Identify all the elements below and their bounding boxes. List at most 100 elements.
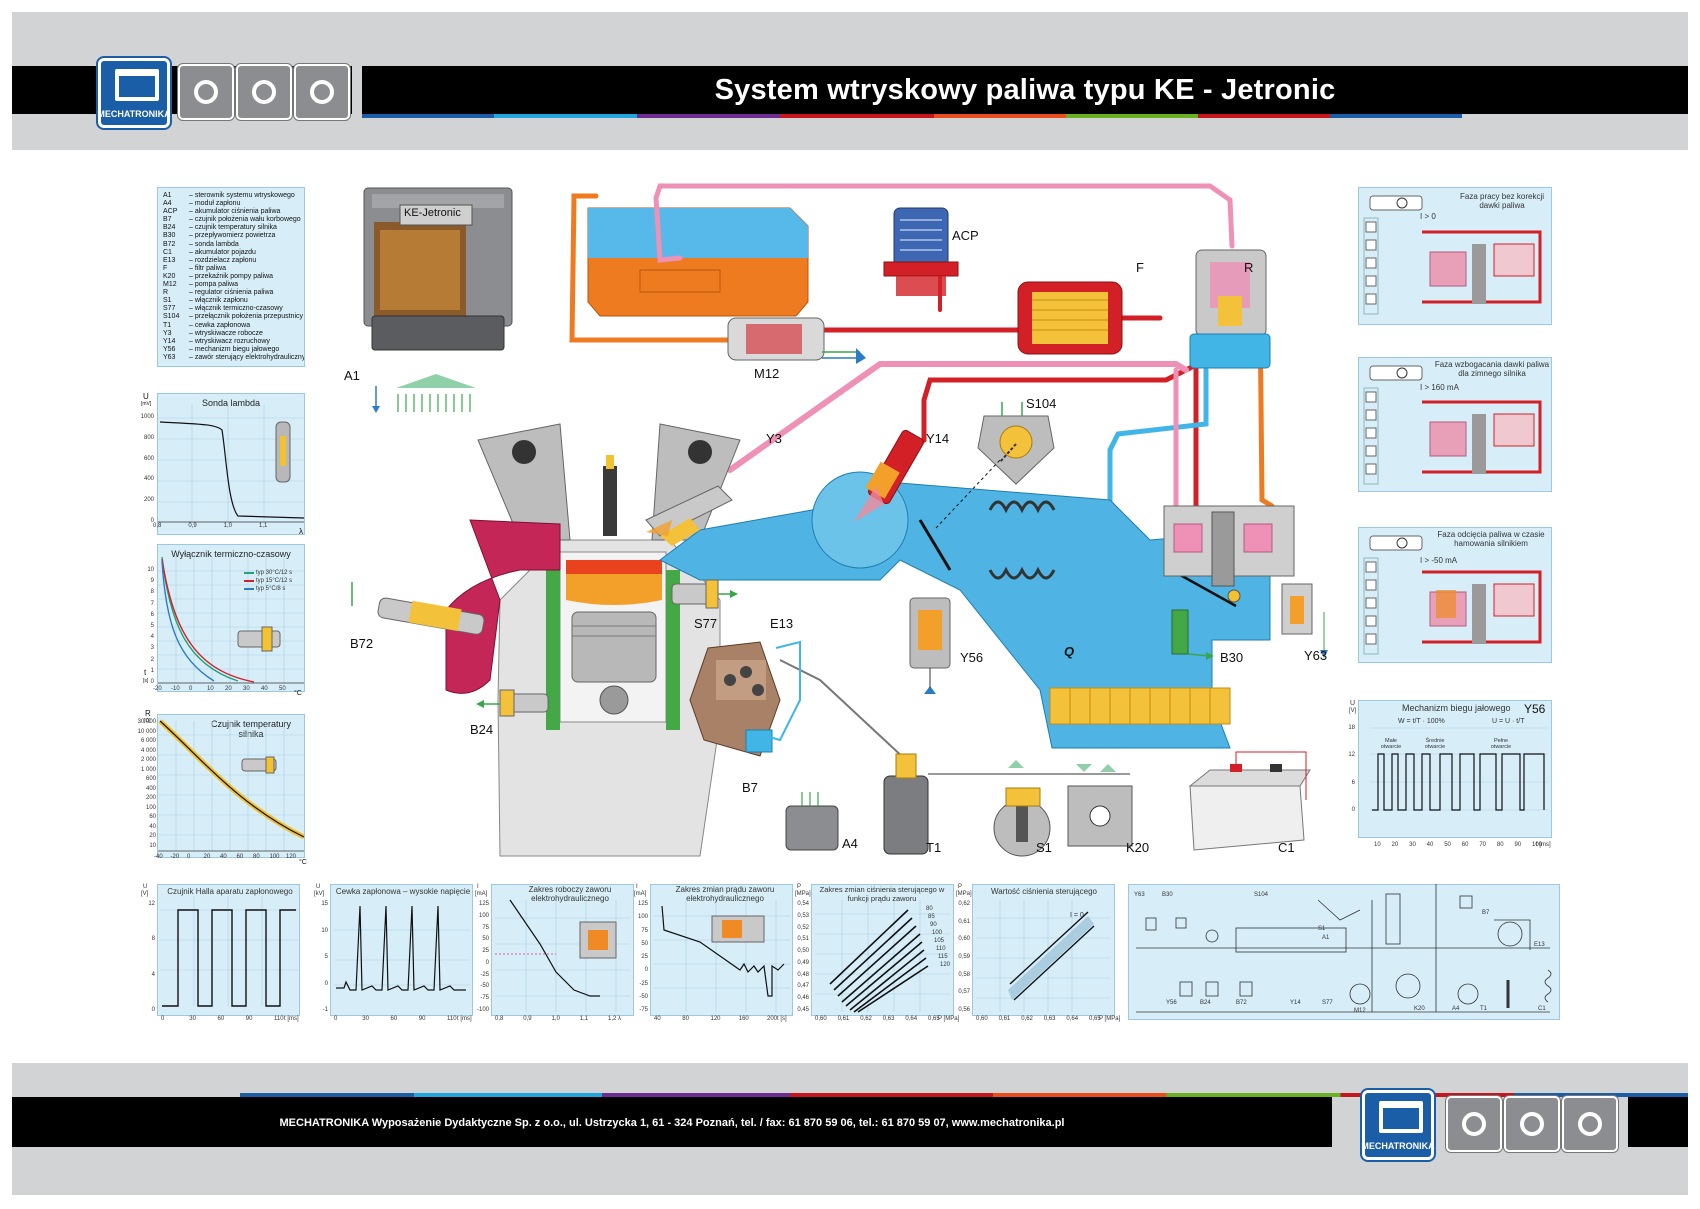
lambda-yunit: [mV]	[141, 401, 152, 407]
schematic-label: T1	[1480, 1006, 1488, 1012]
idle-xtick: 60	[1461, 842, 1469, 848]
legend-row: Y56– mechanizm biegu jałowego	[163, 346, 299, 354]
blue-line	[1107, 367, 1209, 533]
idle-ylabel: U	[1350, 700, 1356, 707]
legend-row: K20– przekaźnik pompy paliwa	[163, 273, 299, 281]
hall-chart	[157, 884, 300, 1016]
bottom-xtick-2: 0,8	[495, 1016, 504, 1022]
phase1-title: Faza pracy bez korekcji dawki paliwa	[1459, 192, 1545, 210]
orange-control-line	[1257, 303, 1275, 509]
schematic-label: S104	[1254, 892, 1269, 898]
legend-desc: – pompa paliwa	[189, 281, 239, 289]
legend-desc: – zawór sterujący elektrohydrauliczny	[189, 353, 305, 361]
legend-row: ACP– akumulator ciśnienia paliwa	[163, 208, 299, 216]
label-t1: T1	[926, 840, 942, 855]
bottom-ytick-3: 125	[637, 901, 648, 907]
pressure-curve-label: 90	[930, 922, 937, 928]
label-m12: M12	[754, 366, 780, 381]
idle-waveform	[1370, 727, 1548, 811]
lambda-xtick: 0,9	[188, 523, 197, 529]
thermo-xtick: 30	[243, 686, 250, 692]
bottom-ytick-4: 0,54	[797, 901, 809, 907]
lambda-ytick: 0	[150, 518, 154, 524]
legend-desc: – przepływomierz powietrza	[189, 232, 276, 240]
bottom-ytick-4: 0,53	[797, 912, 809, 919]
schematic-label: B7	[1482, 910, 1490, 916]
legend-code: Y56	[163, 345, 176, 353]
legend-desc: – moduł zapłonu	[189, 200, 241, 208]
phase1-cond: I > 0	[1420, 212, 1436, 221]
legend-row: R– regulator ciśnienia paliwa	[163, 289, 299, 297]
idle-opening-2: Średnie otwarcie	[1424, 738, 1446, 750]
legend-desc: – filtr paliwa	[189, 264, 226, 272]
label-b30: B30	[1220, 650, 1244, 665]
control-pressure-curve	[976, 900, 1110, 1012]
temp-xtick: 40	[220, 854, 227, 860]
lambda-ytick: 200	[143, 497, 154, 504]
idle-xtick: 20	[1391, 842, 1399, 848]
temp-xtick: 60	[236, 854, 244, 860]
temp-ytick: 100	[145, 804, 156, 811]
bottom-xtick-3: 120	[710, 1016, 721, 1022]
legend-desc: – wtryskiwacze robocze	[189, 329, 263, 337]
legend-row: T1– cewka zapłonowa	[163, 322, 299, 330]
bottom-xtick-0: 110	[274, 1016, 284, 1022]
legend-row: B72– sonda lambda	[163, 241, 299, 249]
ignition-switch-s1	[993, 760, 1051, 857]
legend-desc: – akumulator ciśnienia paliwa	[189, 208, 281, 216]
thermo-ytick: 0	[150, 679, 154, 685]
valve-current-chart	[650, 884, 793, 1016]
label-e13: E13	[770, 616, 794, 631]
temp-xtick: -40	[154, 854, 163, 860]
logo-text: MECHATRONIKA	[97, 109, 171, 119]
start-injector-y14	[854, 429, 924, 522]
bottom-xtick-5: 0,65	[1089, 1016, 1101, 1022]
bottom-ytick-2: -100	[476, 1007, 489, 1013]
legend-desc: – regulator ciśnienia paliwa	[189, 289, 274, 297]
ecu-signal-icon	[372, 374, 476, 413]
fuel-tank	[587, 207, 809, 317]
thermo-ytick: 10	[147, 567, 154, 573]
pressure-curve-label: 110	[936, 946, 946, 952]
distributor-e13	[689, 640, 907, 761]
bottom-xtick-5: 0,64	[1066, 1016, 1079, 1022]
schematic-label: K20	[1414, 1006, 1425, 1012]
legend-desc: – czujnik temperatury silnika	[189, 224, 277, 232]
label-y3: Y3	[766, 431, 782, 446]
label-b7: B7	[742, 780, 758, 795]
temp-xtick: 0	[187, 854, 191, 860]
thermo-chart: Wyłącznik termiczno-czasowy typ 30°C/12 …	[157, 544, 305, 692]
coil-waveform	[334, 905, 470, 991]
label-b72: B72	[350, 636, 374, 651]
bottom-xtick-2: 1,2	[608, 1016, 617, 1022]
lambda-chart: Sonda lambda	[157, 393, 305, 535]
bottom-xtick-3: 160	[738, 1016, 749, 1022]
bottom-ytick-0: 0	[151, 1007, 155, 1013]
thermo-xtick: 0	[189, 686, 193, 692]
ignition-module-a4	[785, 792, 839, 851]
label-f: F	[1136, 260, 1144, 275]
bottom-xunit-2: λ	[618, 1016, 621, 1022]
pink-line-top	[653, 183, 1235, 263]
bottom-ytick-2: -75	[480, 995, 489, 1002]
temp-curve	[159, 720, 304, 838]
legend-row: A4– moduł zapłonu	[163, 200, 299, 208]
label-c1: C1	[1278, 840, 1295, 855]
temp-sensor-b24	[476, 689, 549, 717]
schematic-label: E13	[1534, 942, 1545, 948]
accumulator-acp	[883, 207, 959, 296]
thermo-curve-15	[161, 558, 255, 683]
schematic-label: Y63	[1134, 892, 1145, 898]
lambda-ytick: 400	[143, 476, 154, 483]
bottom-ytick-0: 4	[151, 971, 155, 978]
label-acp: ACP	[952, 228, 979, 243]
pressure-curve-label: 105	[934, 938, 945, 944]
bottom-xtick-1: 30	[362, 1016, 369, 1022]
fuel-pump-m12	[727, 317, 866, 364]
return-line-tank	[569, 193, 733, 343]
bottom-xtick-4: 0,64	[905, 1016, 918, 1022]
legend-row: E13– rozdzielacz zapłonu	[163, 257, 299, 265]
label-k20: K20	[1126, 840, 1150, 855]
thermo-ylabel: t	[144, 668, 147, 677]
